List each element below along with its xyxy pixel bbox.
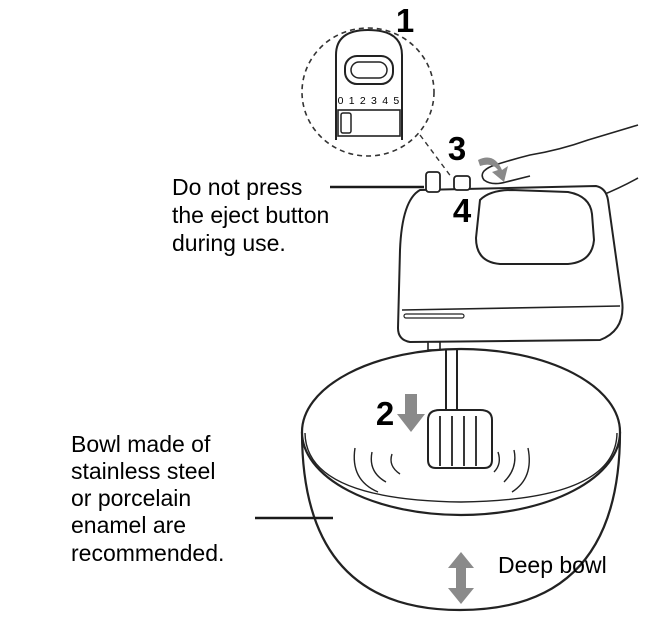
- step-3-number: 3: [448, 130, 466, 167]
- beater: [427, 350, 493, 469]
- step-4-number: 4: [453, 192, 472, 229]
- inset-dashed-circle: [301, 27, 435, 157]
- speed-slider-knob: [340, 112, 352, 134]
- eject-button: [425, 171, 441, 193]
- bowl-material-line-4: enamel are: [71, 512, 186, 538]
- control-panel-inset: 0 1 2 3 4 5 1: [301, 2, 453, 179]
- housing-seam-line: [401, 305, 621, 311]
- thumb-outline: [481, 124, 639, 185]
- mixer-handle-opening: [474, 188, 596, 265]
- eject-warning-line-3: during use.: [172, 230, 286, 256]
- eject-warning-line-1: Do not press: [172, 174, 302, 200]
- speed-scale-label: 0 1 2 3 4 5: [338, 95, 401, 107]
- eject-button-inner: [350, 61, 388, 79]
- swirl-lines: [353, 447, 530, 493]
- deep-bowl-label: Deep bowl: [498, 552, 607, 578]
- deep-bowl-double-arrow: [448, 552, 474, 604]
- bowl-material-line-5: recommended.: [71, 540, 224, 566]
- step-2-number: 2: [376, 395, 394, 432]
- vent-slot: [403, 313, 465, 319]
- step-2-down-arrow: [397, 394, 425, 432]
- bowl-material-line-2: stainless steel: [71, 458, 215, 484]
- hand-mixer: [396, 171, 624, 351]
- speed-switch: [453, 175, 471, 191]
- liquid-surface: [304, 432, 618, 503]
- eject-warning-line-2: the eject button: [172, 202, 329, 228]
- bowl-material-line-1: Bowl made of: [71, 431, 211, 457]
- bowl-material-line-3: or porcelain: [71, 485, 191, 511]
- step-3-curved-arrow: [478, 157, 508, 182]
- eject-button-magnified: [344, 55, 394, 85]
- step-1-number: 1: [396, 2, 414, 39]
- beater-whisk: [427, 409, 493, 469]
